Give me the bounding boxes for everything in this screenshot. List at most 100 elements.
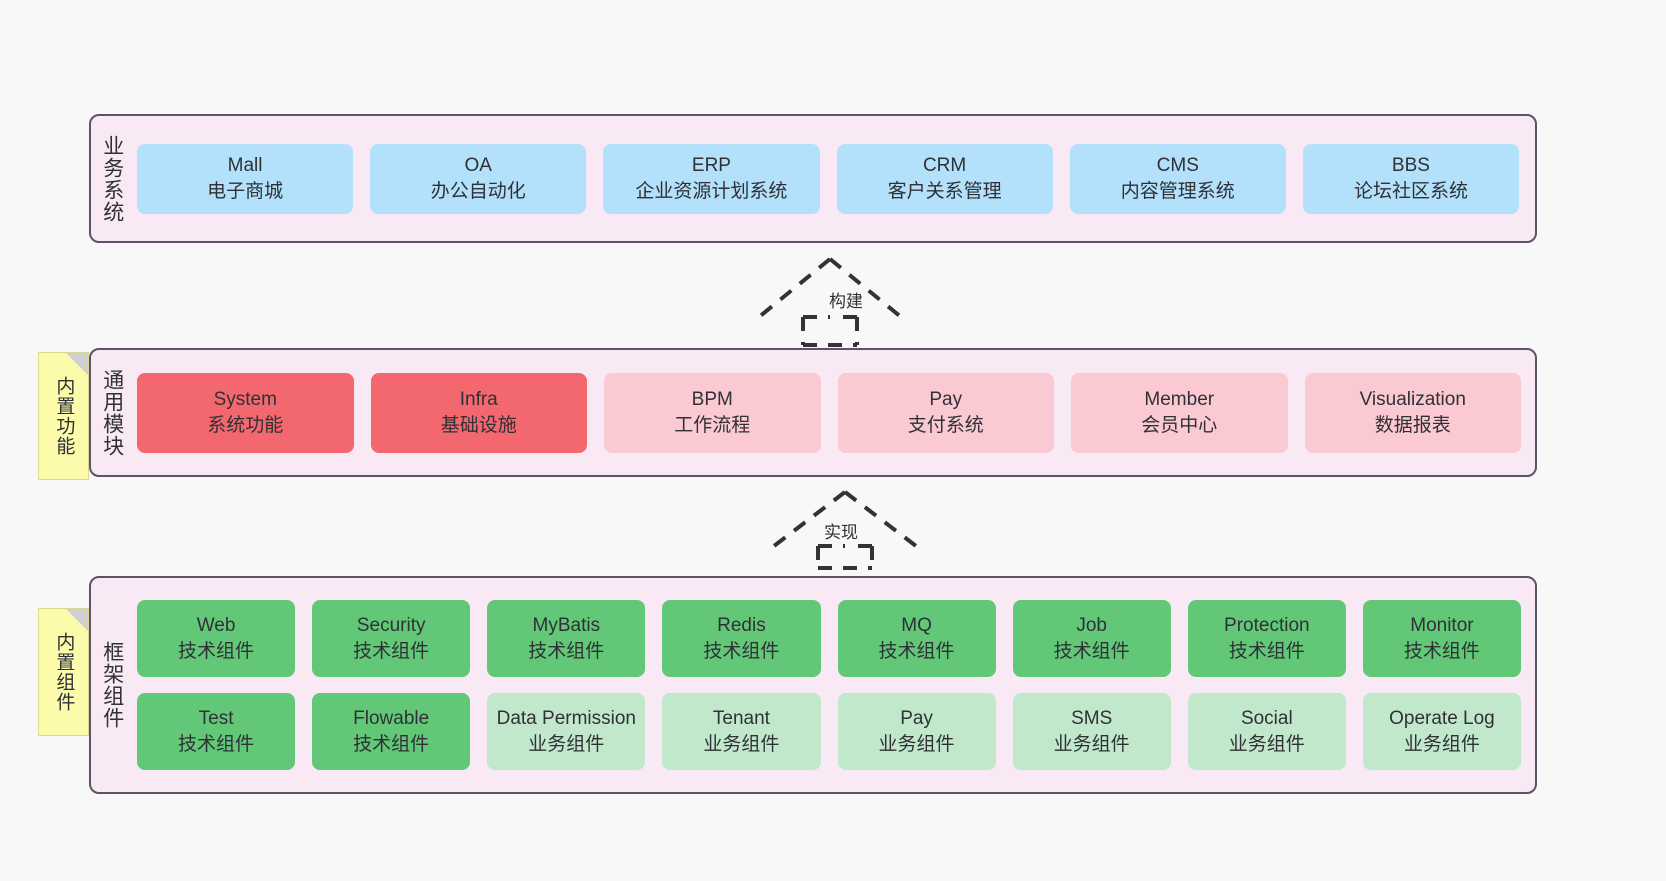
card-name: Social bbox=[1240, 708, 1293, 730]
module-card-infra[interactable]: Infra 基础设施 bbox=[370, 372, 587, 453]
card-desc: 办公自动化 bbox=[430, 180, 526, 202]
business-card-crm[interactable]: CRM 客户关系管理 bbox=[836, 143, 1053, 214]
card-name: Test bbox=[198, 708, 234, 730]
connector-build-label: 构建 bbox=[829, 292, 863, 311]
card-desc: 业务组件 bbox=[1053, 733, 1130, 755]
card-name: Member bbox=[1144, 389, 1215, 411]
card-name: Protection bbox=[1224, 615, 1310, 637]
layer-title-business: 业务系统 bbox=[100, 134, 124, 223]
dashed-hollow-arrow-icon bbox=[757, 257, 903, 347]
card-name: OA bbox=[464, 155, 492, 177]
dashed-hollow-arrow-icon bbox=[772, 490, 918, 570]
card-desc: 技术组件 bbox=[878, 640, 955, 662]
module-card-member[interactable]: Member 会员中心 bbox=[1071, 372, 1288, 453]
card-name: System bbox=[213, 389, 277, 411]
component-card-operate-log[interactable]: Operate Log 业务组件 bbox=[1362, 693, 1521, 770]
card-name: SMS bbox=[1071, 708, 1113, 730]
card-name: Security bbox=[356, 615, 426, 637]
card-name: MyBatis bbox=[532, 615, 601, 637]
card-desc: 业务组件 bbox=[528, 733, 605, 755]
card-desc: 基础设施 bbox=[440, 414, 517, 436]
card-desc: 客户关系管理 bbox=[887, 180, 1002, 202]
component-card-flowable[interactable]: Flowable 技术组件 bbox=[312, 693, 471, 770]
card-desc: 业务组件 bbox=[703, 733, 780, 755]
card-name: Operate Log bbox=[1389, 708, 1495, 730]
business-card-oa[interactable]: OA 办公自动化 bbox=[370, 143, 587, 214]
component-card-sms[interactable]: SMS 业务组件 bbox=[1012, 693, 1171, 770]
card-desc: 内容管理系统 bbox=[1120, 180, 1235, 202]
card-desc: 会员中心 bbox=[1141, 414, 1218, 436]
layer-title-common: 通用模块 bbox=[100, 368, 124, 457]
card-name: Web bbox=[196, 615, 236, 637]
card-name: Pay bbox=[929, 389, 963, 411]
card-name: Redis bbox=[717, 615, 766, 637]
card-name: CMS bbox=[1156, 155, 1199, 177]
component-card-data-permission[interactable]: Data Permission 业务组件 bbox=[487, 693, 646, 770]
card-name: CRM bbox=[922, 155, 967, 177]
card-desc: 技术组件 bbox=[1053, 640, 1130, 662]
business-card-bbs[interactable]: BBS 论坛社区系统 bbox=[1302, 143, 1520, 214]
component-card-job[interactable]: Job 技术组件 bbox=[1012, 600, 1171, 677]
card-name: Flowable bbox=[353, 708, 430, 730]
card-desc: 系统功能 bbox=[207, 414, 284, 436]
note-builtin-function-label: 内置功能 bbox=[53, 376, 75, 456]
component-card-tenant[interactable]: Tenant 业务组件 bbox=[662, 693, 821, 770]
component-card-web[interactable]: Web 技术组件 bbox=[137, 600, 296, 677]
component-card-security[interactable]: Security 技术组件 bbox=[312, 600, 471, 677]
card-desc: 技术组件 bbox=[1403, 640, 1480, 662]
card-name: Job bbox=[1076, 615, 1107, 637]
connector-implement-arrow: 实现 bbox=[770, 488, 920, 570]
card-desc: 技术组件 bbox=[1228, 640, 1305, 662]
card-desc: 技术组件 bbox=[528, 640, 605, 662]
card-name: Data Permission bbox=[496, 708, 636, 730]
card-desc: 技术组件 bbox=[178, 640, 255, 662]
card-name: Infra bbox=[459, 389, 498, 411]
component-card-monitor[interactable]: Monitor 技术组件 bbox=[1362, 600, 1521, 677]
business-card-erp[interactable]: ERP 企业资源计划系统 bbox=[603, 143, 820, 214]
card-name: Monitor bbox=[1410, 615, 1474, 637]
card-desc: 企业资源计划系统 bbox=[635, 180, 788, 202]
card-name: Mall bbox=[227, 155, 263, 177]
connector-build-arrow: 构建 bbox=[755, 255, 905, 347]
card-desc: 技术组件 bbox=[353, 640, 430, 662]
card-desc: 数据报表 bbox=[1374, 414, 1451, 436]
business-card-cms[interactable]: CMS 内容管理系统 bbox=[1069, 143, 1286, 214]
note-builtin-function: 内置功能 bbox=[38, 352, 89, 480]
card-desc: 业务组件 bbox=[1228, 733, 1305, 755]
card-desc: 业务组件 bbox=[1403, 733, 1480, 755]
component-card-redis[interactable]: Redis 技术组件 bbox=[662, 600, 821, 677]
card-name: BBS bbox=[1391, 155, 1430, 177]
component-card-mybatis[interactable]: MyBatis 技术组件 bbox=[487, 600, 646, 677]
note-fold-corner-icon bbox=[66, 353, 88, 375]
module-card-system[interactable]: System 系统功能 bbox=[137, 372, 354, 453]
component-card-social[interactable]: Social 业务组件 bbox=[1187, 693, 1346, 770]
card-desc: 技术组件 bbox=[703, 640, 780, 662]
card-desc: 技术组件 bbox=[353, 733, 430, 755]
layer-title-framework: 框架组件 bbox=[100, 641, 124, 729]
card-name: Tenant bbox=[712, 708, 770, 730]
card-name: BPM bbox=[691, 389, 733, 411]
note-builtin-component-label: 内置组件 bbox=[53, 632, 75, 712]
note-fold-corner-icon bbox=[66, 609, 88, 631]
component-card-protection[interactable]: Protection 技术组件 bbox=[1187, 600, 1346, 677]
card-name: ERP bbox=[691, 155, 731, 177]
card-desc: 论坛社区系统 bbox=[1353, 180, 1468, 202]
